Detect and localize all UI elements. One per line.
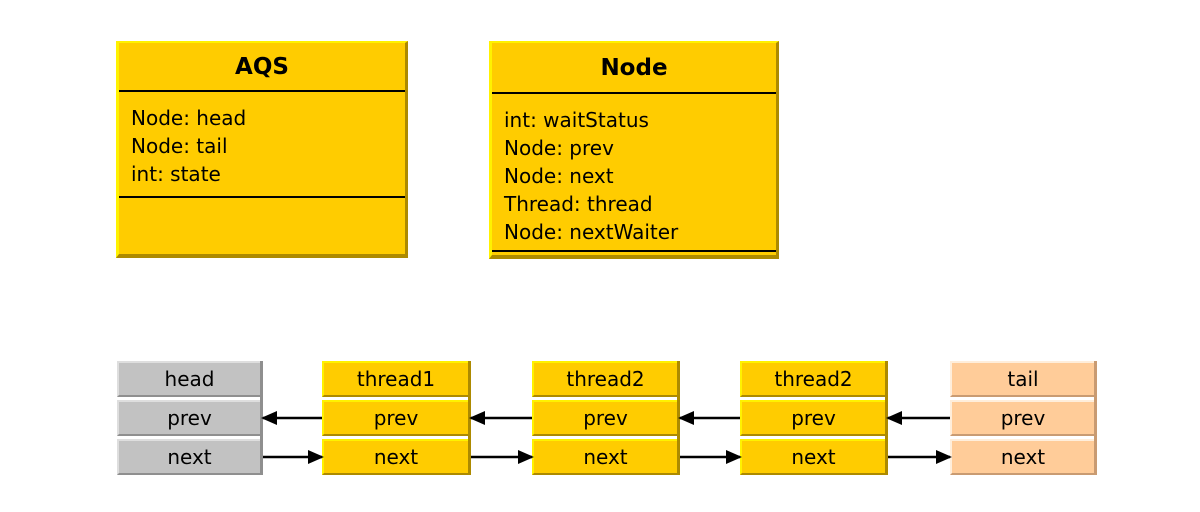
compartment-divider [492,92,776,94]
class-attribute: int: waitStatus [504,108,649,132]
node-field-next: next [322,439,468,475]
class-attribute: Node: nextWaiter [504,220,679,244]
compartment-divider [119,196,405,198]
node-field-prev: prev [532,400,677,436]
node-field-prev: prev [740,400,885,436]
class-attribute: int: state [131,162,221,186]
node-field-prev: prev [950,400,1094,436]
class-attribute: Node: prev [504,136,614,160]
class-attribute: Node: next [504,164,614,188]
node-field-next: next [117,439,260,475]
node-label: head [117,361,260,397]
compartment-divider [492,250,776,252]
node-label: thread2 [740,361,885,397]
class-title: AQS [235,53,289,80]
node-field-next: next [740,439,885,475]
node-field-prev: prev [322,400,468,436]
node-label: thread1 [322,361,468,397]
class-attribute: Node: tail [131,134,228,158]
methods-compartment-empty [492,252,776,255]
methods-compartment-empty [119,198,405,254]
class-attribute: Thread: thread [504,192,653,216]
class-title: Node [600,54,668,81]
node-field-prev: prev [117,400,260,436]
node-field-next: next [532,439,677,475]
node-label: tail [950,361,1094,397]
class-attribute: Node: head [131,106,247,130]
node-label: thread2 [532,361,677,397]
compartment-divider [119,90,405,92]
node-field-next: next [950,439,1094,475]
